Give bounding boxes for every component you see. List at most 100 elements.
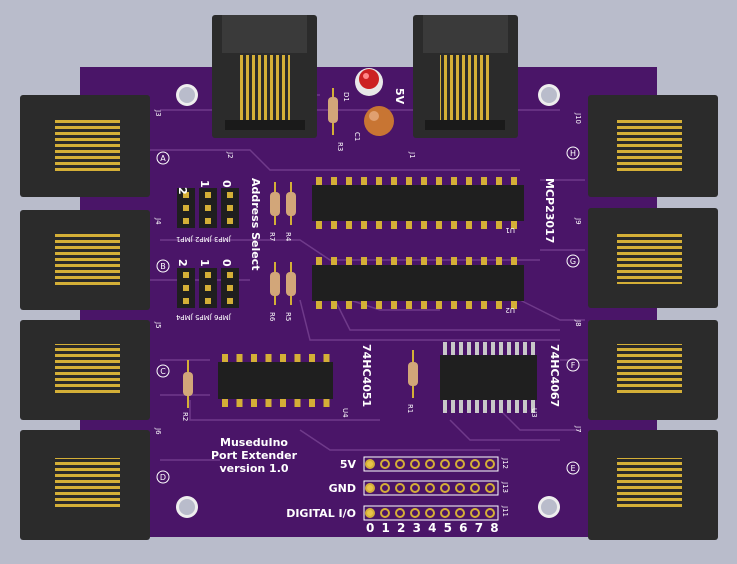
chip-u4 [218, 354, 333, 407]
label-74hc4051: 74HC4051 [360, 344, 373, 407]
chip-pin [222, 354, 228, 362]
header-pin [395, 508, 405, 518]
ref-j8: J8 [574, 319, 582, 327]
port-label-h: H [570, 149, 576, 158]
chip-u1 [312, 177, 524, 229]
chip-pin [406, 301, 412, 309]
chip-pin [515, 400, 519, 413]
ref-r7: R7 [268, 232, 276, 241]
chip-pin [436, 221, 442, 229]
chip-pin [459, 400, 463, 413]
ref-j9: J9 [574, 217, 582, 225]
header-pin [365, 459, 375, 469]
header-j12 [363, 456, 499, 472]
header-pin [425, 508, 435, 518]
chip-pin [376, 257, 382, 265]
chip-pin [346, 177, 352, 185]
chip-pin [515, 342, 519, 355]
chip-pin [531, 342, 535, 355]
chip-pin [331, 221, 337, 229]
title-line-1: MuseduIno [220, 436, 288, 449]
chip-pin [481, 177, 487, 185]
port-label-d: D [160, 473, 166, 482]
chip-pin [316, 257, 322, 265]
header-pin [425, 459, 435, 469]
chip-pin [491, 400, 495, 413]
label-row-gnd: GND [329, 482, 356, 495]
chip-pin [406, 221, 412, 229]
resistor-r2 [183, 360, 193, 408]
jumper-block-top [177, 188, 239, 228]
ref-j2: J2 [226, 151, 234, 159]
chip-pin [511, 257, 517, 265]
jack-j1 [413, 15, 518, 138]
chip-pin [496, 177, 502, 185]
resistors-r4-r7 [270, 182, 296, 225]
port-label-c: C [160, 367, 166, 376]
port-label-b: B [160, 262, 166, 271]
chip-pin [451, 177, 457, 185]
header-pin [470, 508, 480, 518]
header-pin [485, 459, 495, 469]
chip-pin [323, 399, 330, 407]
chip-u2 [312, 257, 524, 309]
chip-pin [523, 342, 527, 355]
title-line-2: Port Extender [211, 449, 298, 462]
jack-j3 [20, 95, 150, 197]
header-pin [380, 508, 390, 518]
chip-pin [361, 257, 367, 265]
led-d1 [355, 68, 383, 96]
chip-pin [391, 301, 397, 309]
label-mcp23017: MCP23017 [543, 178, 556, 243]
jumper-digit-top-0: 0 [220, 180, 233, 188]
ref-u2: U2 [505, 306, 515, 314]
chip-pin [323, 354, 330, 362]
header-pin [470, 459, 480, 469]
chip-pin [451, 221, 457, 229]
jumper-digit-bottom-2: 2 [176, 259, 189, 267]
chip-pin [280, 354, 286, 362]
resistor-r3 [328, 88, 338, 135]
chip-pin [496, 221, 502, 229]
header-pin [410, 508, 420, 518]
chip-pin [511, 177, 517, 185]
chip-pin [466, 301, 472, 309]
header-pin [395, 483, 405, 493]
header-pin [365, 483, 375, 493]
chip-pin [443, 400, 447, 413]
header-pin [425, 483, 435, 493]
chip-pin [346, 257, 352, 265]
ref-u1: U1 [505, 226, 515, 234]
chip-pin [459, 342, 463, 355]
chip-pin [376, 301, 382, 309]
chip-pin [421, 177, 427, 185]
jumper-digit-top-2: 2 [176, 187, 189, 195]
chip-pin [481, 257, 487, 265]
chip-pin [346, 301, 352, 309]
jack-j2 [212, 15, 317, 138]
chip-pin [466, 177, 472, 185]
chip-pin [499, 400, 503, 413]
chip-pin [406, 257, 412, 265]
chip-pin [466, 221, 472, 229]
port-label-g: G [570, 257, 576, 266]
chip-pin [421, 221, 427, 229]
ref-r1: R1 [406, 404, 414, 413]
title-line-3: version 1.0 [219, 462, 288, 475]
header-pin [470, 483, 480, 493]
jumper-digit-bottom-1: 1 [198, 259, 211, 267]
ref-j6: J6 [154, 427, 162, 435]
header-pin [440, 508, 450, 518]
chip-pin [316, 301, 322, 309]
chip-pin [391, 257, 397, 265]
ref-j5: J5 [154, 321, 162, 329]
chip-pin [467, 400, 471, 413]
jack-j5 [20, 320, 150, 420]
header-pin [440, 459, 450, 469]
chip-pin [331, 257, 337, 265]
chip-u3 [440, 342, 537, 413]
chip-pin [499, 342, 503, 355]
chip-pin [483, 400, 487, 413]
jumper-digit-top-1: 1 [198, 180, 211, 188]
chip-pin [251, 399, 257, 407]
